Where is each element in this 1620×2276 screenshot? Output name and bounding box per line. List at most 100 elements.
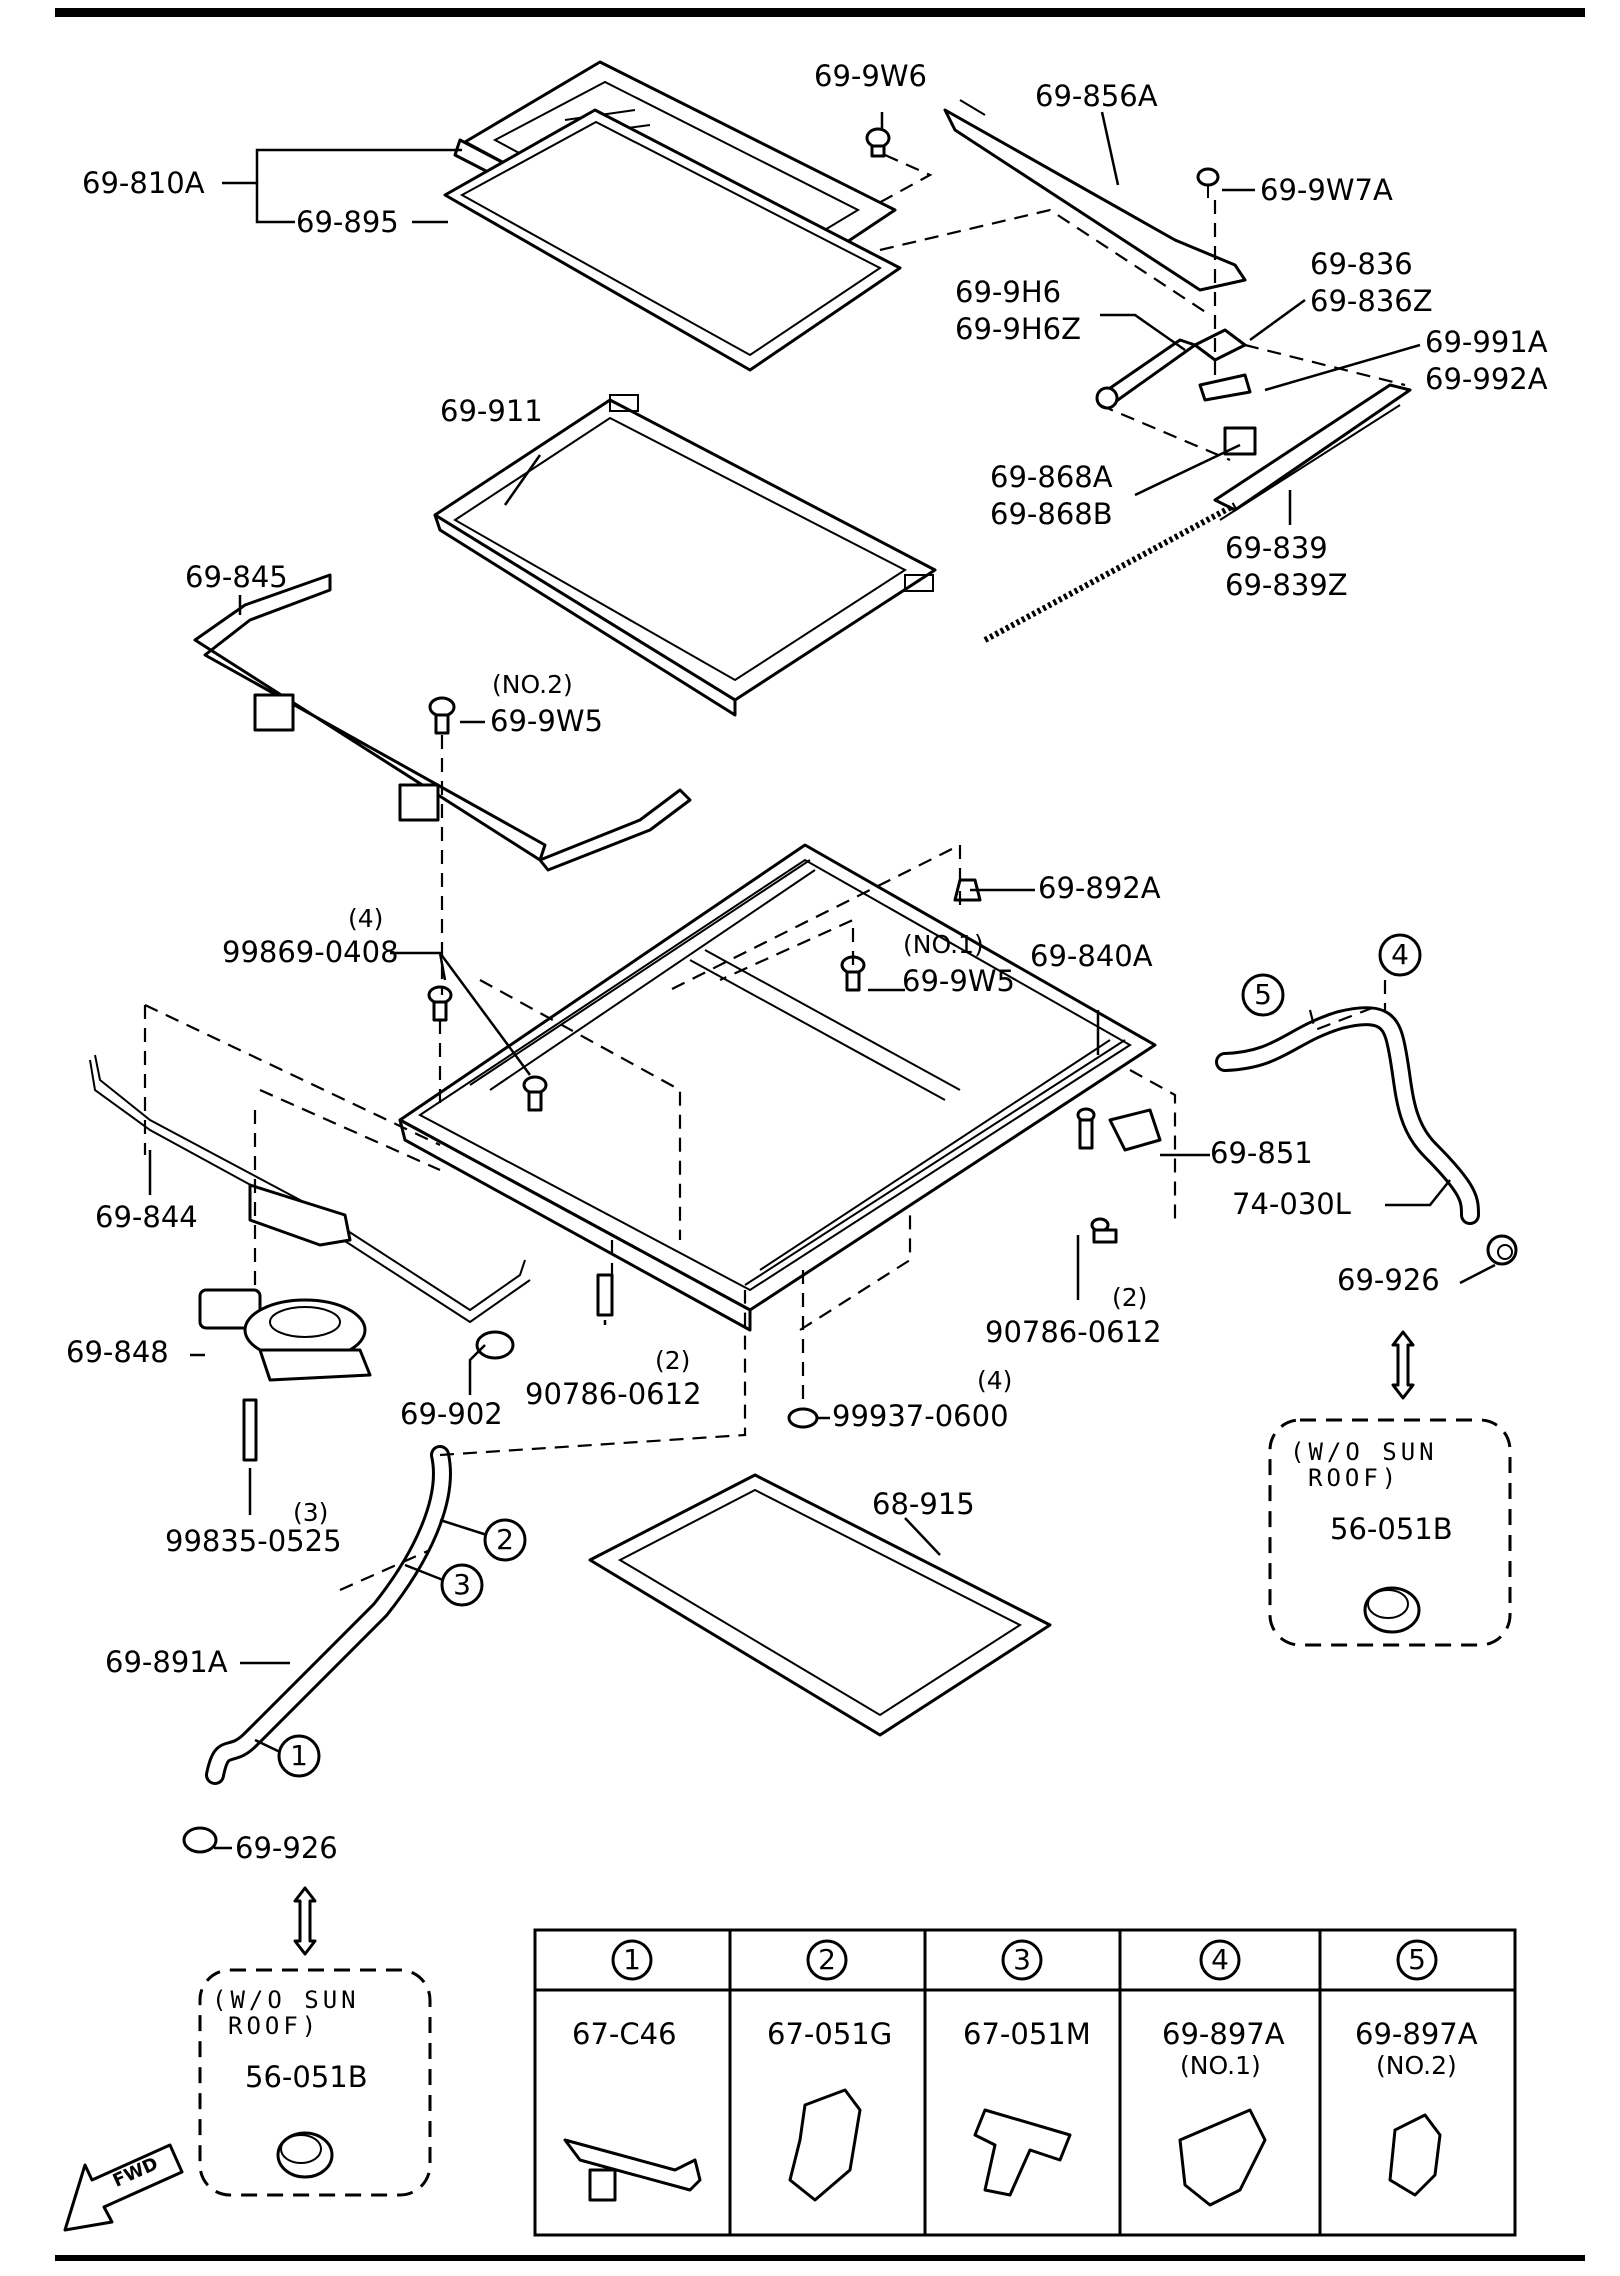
label-69-9W5-no1: 69-9W5	[902, 964, 1015, 998]
sunshade-panel	[433, 394, 937, 717]
clamp-902	[475, 1330, 515, 1360]
table-part-5: 69-897A	[1355, 2017, 1478, 2051]
label-9W5-no2-qty: (NO.2)	[492, 670, 573, 699]
leader-lines	[148, 111, 1496, 1850]
label-90786-0612-left: 90786-0612	[525, 1377, 702, 1411]
callout-4: 4	[1391, 938, 1409, 971]
clip-drawing-3	[973, 2108, 1072, 2197]
label-69-9W6: 69-9W6	[814, 59, 927, 93]
label-69-868A: 69-868A	[990, 460, 1113, 494]
label-69-902: 69-902	[400, 1397, 503, 1431]
grommet-right	[1363, 1586, 1421, 1634]
exploded-view-lines	[143, 153, 1406, 1592]
clip-892A	[953, 878, 982, 902]
label-69-810A: 69-810A	[82, 166, 205, 200]
label-99937-qty: (4)	[977, 1366, 1013, 1395]
label-99835-qty: (3)	[293, 1498, 329, 1527]
label-68-915: 68-915	[872, 1487, 975, 1521]
table-key-5: 5	[1408, 1943, 1426, 1976]
deflector-arm-845	[193, 573, 692, 872]
variant-box-right	[1268, 1418, 1512, 1647]
label-69-851: 69-851	[1210, 1136, 1313, 1170]
grommet-left	[276, 2131, 334, 2179]
table-key-2: 2	[818, 1943, 836, 1976]
label-99835-0525: 99835-0525	[165, 1524, 342, 1558]
label-69-839Z: 69-839Z	[1225, 568, 1348, 602]
screw-9W5-no2	[428, 696, 456, 735]
callout-marks	[254, 933, 1422, 1778]
label-99869-0408: 99869-0408	[222, 935, 399, 969]
slide-868A	[1223, 426, 1257, 456]
table-key-1: 1	[623, 1943, 641, 1976]
label-9W5-no1-qty: (NO.1)	[903, 930, 984, 959]
double-arrow-left	[293, 1886, 317, 1956]
bracket-836	[1193, 328, 1252, 402]
callout-1: 1	[290, 1739, 308, 1772]
fwd-arrow-icon	[63, 2143, 184, 2232]
top-rule	[55, 8, 1585, 17]
label-69-891A: 69-891A	[105, 1645, 228, 1679]
variant-right-note-2: ROOF)	[1308, 1464, 1401, 1492]
label-69-839: 69-839	[1225, 531, 1328, 565]
label-69-9H6: 69-9H6	[955, 275, 1062, 309]
bolt-99835	[242, 1398, 258, 1462]
table-key-4: 4	[1211, 1943, 1229, 1976]
clip-drawing-4	[1178, 2108, 1267, 2207]
label-90786-right-qty: (2)	[1112, 1283, 1148, 1312]
variant-right-note-1: (W/O SUN	[1290, 1438, 1438, 1466]
label-69-868B: 69-868B	[990, 497, 1113, 531]
table-sub-4: (NO.1)	[1180, 2051, 1261, 2080]
double-arrow-right	[1391, 1330, 1415, 1400]
label-69-992A: 69-992A	[1425, 362, 1548, 396]
bottom-rule	[55, 2255, 1585, 2261]
clip-drawing-1	[563, 2138, 702, 2192]
drip-rail	[943, 99, 1247, 292]
label-74-030L: 74-030L	[1232, 1187, 1351, 1221]
table-part-2: 67-051G	[767, 2017, 893, 2051]
label-69-9H6Z: 69-9H6Z	[955, 312, 1081, 346]
label-69-840A: 69-840A	[1030, 939, 1153, 973]
label-69-892A: 69-892A	[1038, 871, 1161, 905]
clip-drawing-5	[1388, 2113, 1442, 2197]
glass-seal	[443, 108, 902, 372]
screw-9W6	[865, 127, 891, 158]
table-part-3: 67-051M	[963, 2017, 1091, 2051]
label-69-926-left: 69-926	[235, 1831, 338, 1865]
label-69-848: 69-848	[66, 1335, 169, 1369]
table-part-1: 67-C46	[572, 2017, 677, 2051]
link-arm-9H6	[1095, 338, 1197, 410]
label-69-836: 69-836	[1310, 247, 1413, 281]
label-69-845: 69-845	[185, 560, 288, 594]
label-69-911: 69-911	[440, 394, 543, 428]
drain-hose-left	[182, 1445, 452, 1854]
variant-box-left	[198, 1968, 432, 2197]
label-90786-left-qty: (2)	[655, 1346, 691, 1375]
callout-3: 3	[453, 1568, 471, 1601]
variant-right-part: 56-051B	[1330, 1512, 1453, 1546]
clip-table	[533, 1928, 1517, 2237]
table-sub-5: (NO.2)	[1376, 2051, 1457, 2080]
variant-left-part: 56-051B	[245, 2060, 368, 2094]
bracket-851	[1076, 1107, 1162, 1244]
label-69-856A: 69-856A	[1035, 79, 1158, 113]
frame-seal-915	[588, 1473, 1052, 1737]
label-90786-0612-right: 90786-0612	[985, 1315, 1162, 1349]
screw-9W7A	[1196, 167, 1220, 198]
sunroof-frame	[398, 843, 1157, 1332]
label-69-836Z: 69-836Z	[1310, 284, 1433, 318]
callout-2: 2	[496, 1523, 514, 1556]
variant-left-note-1: (W/O SUN	[212, 1986, 360, 2014]
drive-motor-848	[198, 1288, 372, 1382]
label-69-9W5-no2: 69-9W5	[490, 704, 603, 738]
clip-drawing-2	[788, 2088, 862, 2202]
label-99869-qty: (4)	[348, 904, 384, 933]
label-99937-0600: 99937-0600	[832, 1399, 1009, 1433]
drive-cable	[983, 502, 1237, 643]
nut-99937	[787, 1407, 819, 1429]
label-69-926-right: 69-926	[1337, 1263, 1440, 1297]
cable-guide-844	[89, 1054, 531, 1324]
bolt-90786-left	[596, 1273, 614, 1317]
label-69-895: 69-895	[296, 205, 399, 239]
callout-5: 5	[1254, 978, 1272, 1011]
